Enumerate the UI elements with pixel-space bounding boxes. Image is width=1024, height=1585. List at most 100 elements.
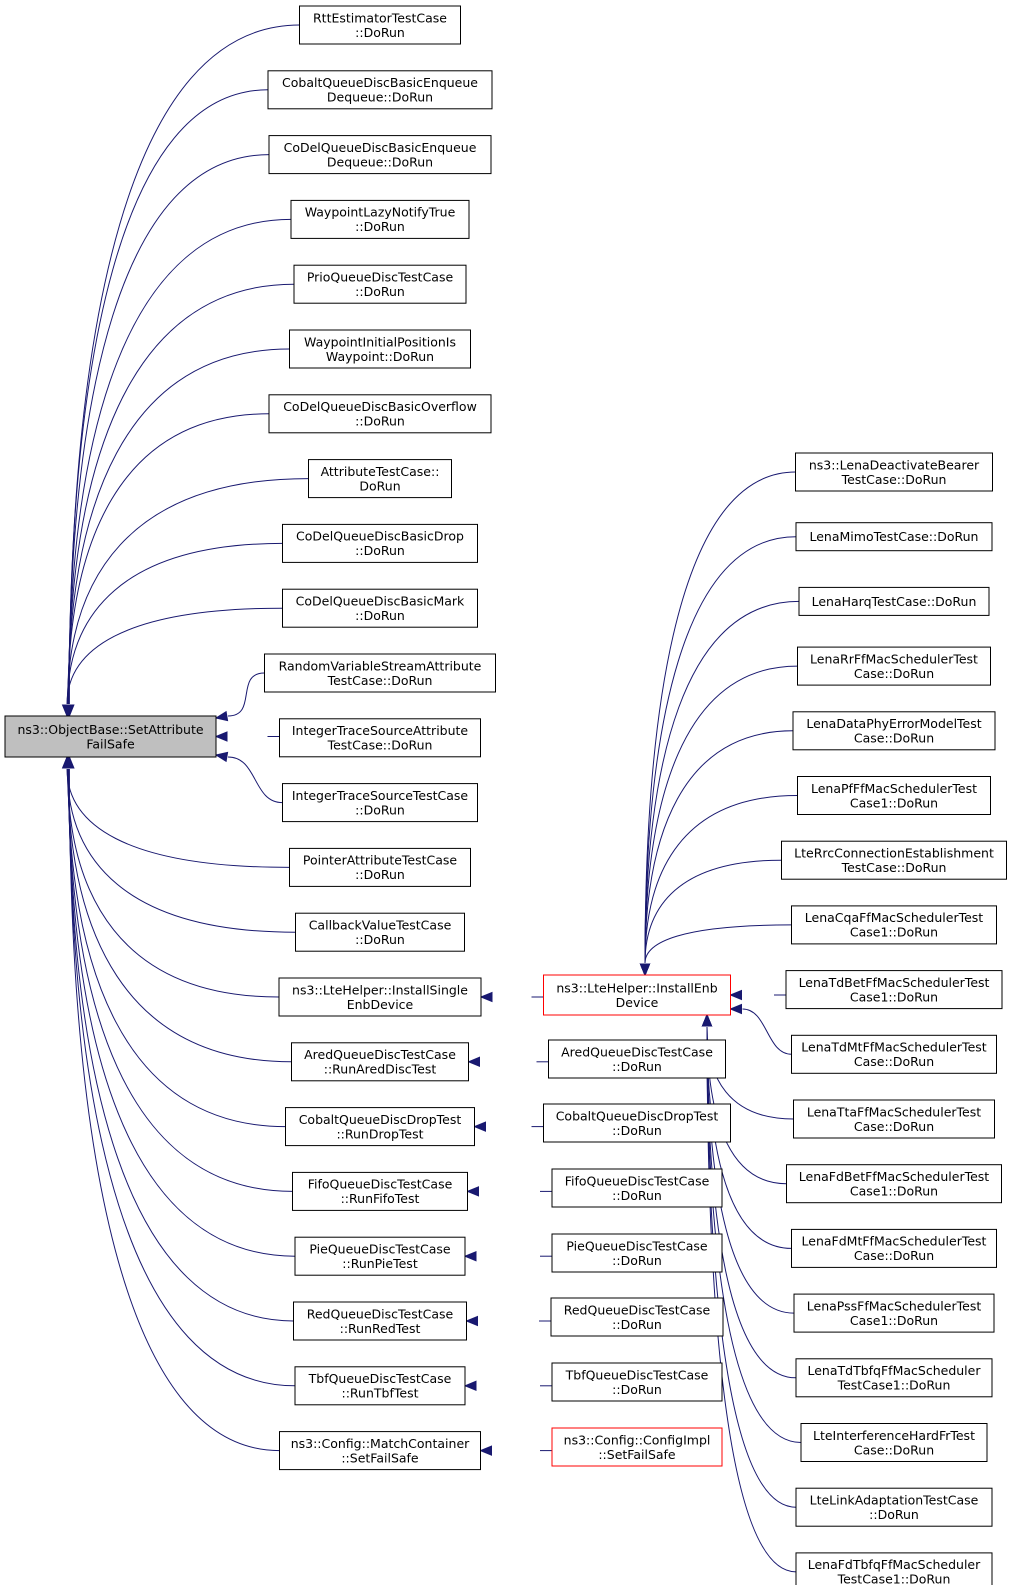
node-cobaltqueuediscdroptest-rundroptest[interactable]: CobaltQueueDiscDropTest::RunDropTest — [285, 1107, 475, 1147]
edge-line — [68, 89, 269, 705]
node-callbackvaluetestcase-dorun[interactable]: CallbackValueTestCase::DoRun — [295, 912, 465, 952]
node-label-line: Case::DoRun — [854, 1119, 934, 1134]
node-rttestimatortestcase-dorun[interactable]: RttEstimatorTestCase::DoRun — [299, 5, 461, 45]
edge-c3_5-to-c2_0 — [639, 795, 798, 977]
node-cobaltqueuediscbasicenqueuedequeue-dorun[interactable]: CobaltQueueDiscBasicEnqueueDequeue::DoRu… — [267, 70, 493, 110]
node-aredqueuedisctestcase-dorun[interactable]: AredQueueDiscTestCase::DoRun — [548, 1039, 726, 1079]
edge-c2_7-to-c1_22 — [479, 1445, 553, 1456]
node-attributetestcase-dorun[interactable]: AttributeTestCase::DoRun — [308, 459, 452, 499]
node-label-line: ::DoRun — [869, 1507, 919, 1522]
edge-c3_8-to-c2_0 — [729, 989, 787, 1001]
node-redqueuedisctestcase-dorun[interactable]: RedQueueDiscTestCase::DoRun — [550, 1297, 724, 1337]
node-lenaharqtestcase-dorun[interactable]: LenaHarqTestCase::DoRun — [798, 586, 990, 616]
arrowhead — [729, 989, 742, 1001]
node-box — [294, 1236, 466, 1276]
node-tbfqueuedisctestcase-dorun[interactable]: TbfQueueDiscTestCase::DoRun — [551, 1362, 723, 1402]
node-aredqueuedisctestcase-runareddisctest[interactable]: AredQueueDiscTestCase::RunAredDiscTest — [291, 1042, 469, 1082]
node-label-line: Case1::DoRun — [850, 1183, 938, 1198]
edge-line — [644, 730, 794, 964]
node-tbfqueuedisctestcase-runtbftest[interactable]: TbfQueueDiscTestCase::RunTbfTest — [294, 1366, 466, 1406]
node-redqueuedisctestcase-runredtest[interactable]: RedQueueDiscTestCase::RunRedTest — [293, 1301, 467, 1341]
edge-line — [68, 218, 292, 705]
edge-line — [66, 768, 296, 933]
node-ns3-config-matchcontainer-setfailsafe[interactable]: ns3::Config::MatchContainer::SetFailSafe — [279, 1431, 481, 1471]
node-box — [294, 1366, 466, 1406]
node-fifoqueuedisctestcase-runfifotest[interactable]: FifoQueueDiscTestCase::RunFifoTest — [292, 1171, 468, 1211]
node-prioqueuedisctestcase-dorun[interactable]: PrioQueueDiscTestCase::DoRun — [293, 264, 467, 304]
node-label-line: PrioQueueDiscTestCase — [307, 269, 454, 284]
node-label-line: CoDelQueueDiscBasicMark — [296, 593, 465, 608]
edge-c3_6-to-c2_0 — [639, 859, 782, 977]
node-lenamimotestcase-dorun[interactable]: LenaMimoTestCase::DoRun — [795, 522, 993, 552]
node-fifoqueuedisctestcase-dorun[interactable]: FifoQueueDiscTestCase::DoRun — [551, 1168, 723, 1208]
node-ns3-config-configimpl-setfailsafe[interactable]: ns3::Config::ConfigImpl::SetFailSafe — [551, 1427, 723, 1467]
edge-line — [67, 283, 295, 705]
arrowhead — [479, 1445, 492, 1456]
node-box — [791, 1228, 997, 1268]
node-ltelinkadaptationtestcase-dorun[interactable]: LteLinkAdaptationTestCase::DoRun — [795, 1487, 993, 1527]
arrowhead — [639, 963, 651, 977]
edge-line — [66, 542, 283, 705]
edge-c1_12-to-root — [214, 751, 283, 804]
node-codelqueuediscbasicmark-dorun[interactable]: CoDelQueueDiscBasicMark::DoRun — [282, 588, 478, 628]
node-label-line: LenaPfFfMacSchedulerTest — [811, 781, 977, 796]
node-integertracesourcetestcase-dorun[interactable]: IntegerTraceSourceTestCase::DoRun — [282, 783, 478, 823]
node-label-line: ns3::ObjectBase::SetAttribute — [17, 722, 203, 737]
node-label-line: ::DoRun — [355, 932, 405, 947]
edge-c2_6-to-c1_21 — [463, 1380, 553, 1392]
node-label-line: Case1::DoRun — [850, 1313, 938, 1328]
node-label-line: EnbDevice — [347, 997, 414, 1012]
node-pointerattributetestcase-dorun[interactable]: PointerAttributeTestCase::DoRun — [289, 847, 471, 887]
node-box — [551, 1427, 723, 1467]
node-label-line: TestCase::DoRun — [841, 472, 947, 487]
node-piequeuedisctestcase-runpietest[interactable]: PieQueueDiscTestCase::RunPieTest — [294, 1236, 466, 1276]
edge-c1_10-to-root — [214, 672, 265, 722]
node-integertracesourceattributetestcase-dorun[interactable]: IntegerTraceSourceAttributeTestCase::DoR… — [279, 718, 481, 758]
node-randomvariablestreamattributetestcase-dorun[interactable]: RandomVariableStreamAttributeTestCase::D… — [264, 653, 496, 693]
node-waypointlazynotifytrue-dorun[interactable]: WaypointLazyNotifyTrue::DoRun — [290, 199, 470, 239]
node-box — [285, 1107, 475, 1147]
node-label-line: PointerAttributeTestCase — [303, 853, 458, 868]
node-cobaltqueuediscdroptest-dorun[interactable]: CobaltQueueDiscDropTest::DoRun — [543, 1103, 731, 1143]
node-label-line: TestCase::DoRun — [841, 860, 947, 875]
edge-line — [66, 768, 290, 868]
node-box — [795, 1552, 993, 1585]
node-piequeuedisctestcase-dorun[interactable]: PieQueueDiscTestCase::DoRun — [551, 1233, 723, 1273]
node-codelqueuediscbasicdrop-dorun[interactable]: CoDelQueueDiscBasicDrop::DoRun — [282, 523, 478, 563]
edge-c1_1-to-root — [63, 89, 269, 718]
edge-c1_22-to-root — [64, 755, 280, 1452]
node-box — [290, 199, 470, 239]
node-codelqueuediscbasicoverflow-dorun[interactable]: CoDelQueueDiscBasicOverflow::DoRun — [268, 394, 492, 434]
node-lterrcconnectionestablishmenttestcase-dorun[interactable]: LteRrcConnectionEstablishmentTestCase::D… — [781, 840, 1007, 880]
node-label-line: CoDelQueueDiscBasicEnqueue — [284, 140, 477, 155]
edge-c2_1-to-c1_16 — [467, 1056, 549, 1068]
node-box — [543, 1103, 731, 1143]
node-box — [551, 1168, 723, 1208]
node-box — [291, 1042, 469, 1082]
arrowhead — [729, 1003, 742, 1015]
edge-c3_1-to-c2_0 — [639, 536, 797, 977]
edge-c1_19-to-root — [63, 755, 296, 1257]
node-box — [299, 5, 461, 45]
